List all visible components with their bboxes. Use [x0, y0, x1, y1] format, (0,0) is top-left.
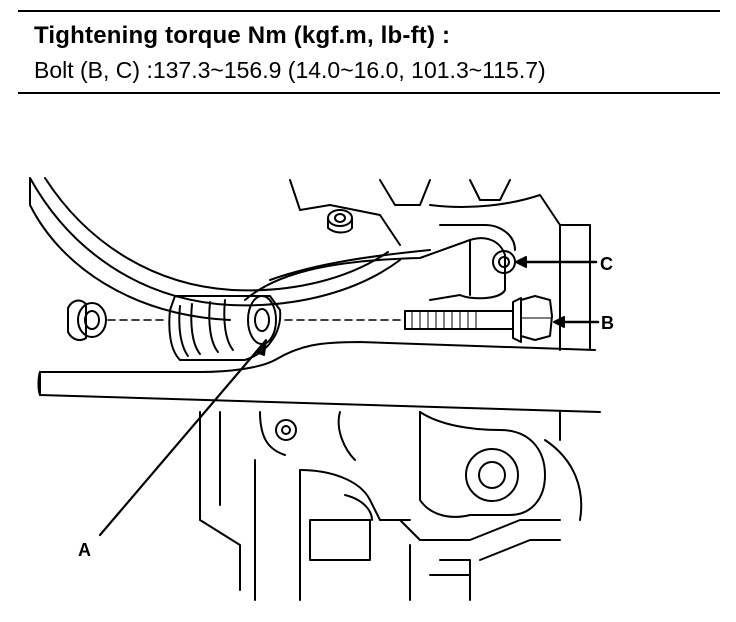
bolt-torque-value: Bolt (B, C) :137.3~156.9 (14.0~16.0, 101…: [34, 57, 546, 83]
callout-c: C: [600, 254, 613, 274]
transmission-housing: [29, 177, 591, 351]
bolt-c: [492, 250, 598, 274]
callout-b: B: [601, 313, 614, 333]
side-member-frame: [37, 341, 601, 413]
torque-spec-title: Tightening torque Nm (kgf.m, lb-ft) :: [34, 22, 451, 49]
housing-nut: [327, 209, 353, 234]
bolt-b: [284, 295, 600, 343]
lower-bracket: [199, 411, 583, 601]
left-nut: [67, 299, 166, 341]
torque-spec-box: Tightening torque Nm (kgf.m, lb-ft) : Bo…: [18, 10, 720, 94]
callout-a: A: [78, 540, 91, 560]
leader-a: [98, 339, 267, 537]
mount-bracket: [244, 224, 516, 301]
